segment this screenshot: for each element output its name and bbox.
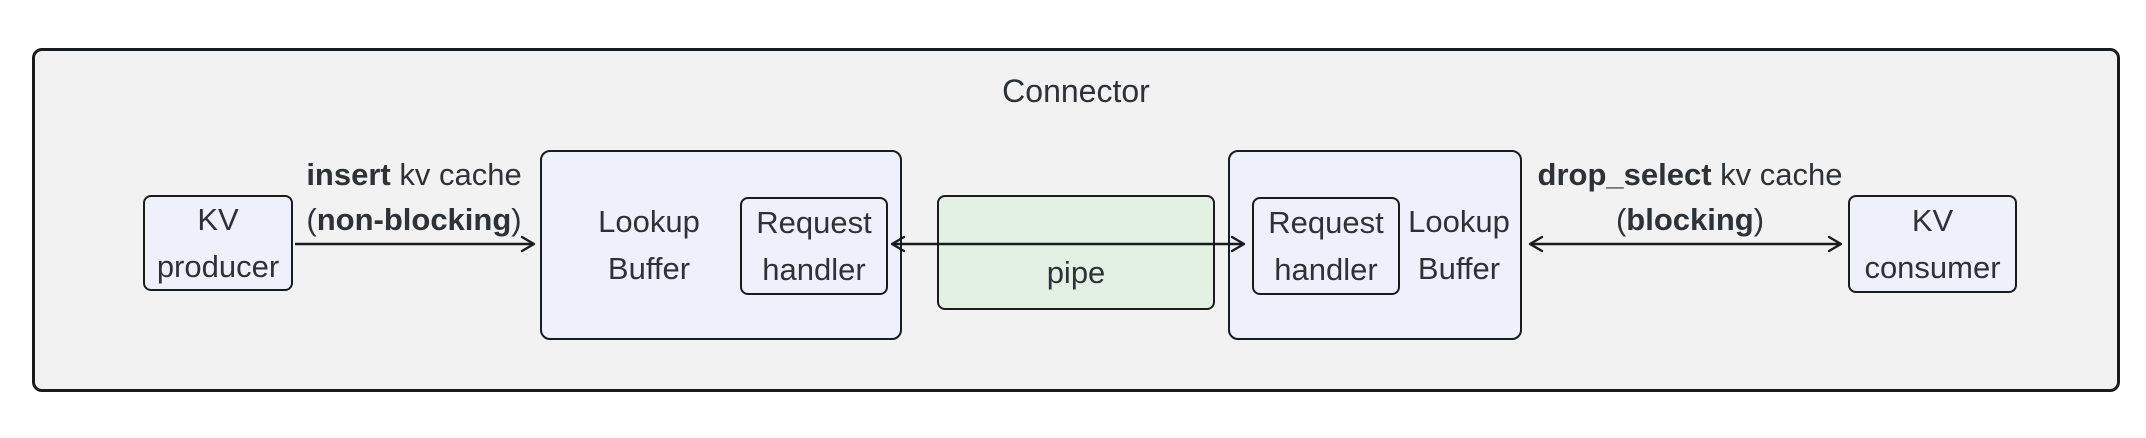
drop-select-edge-label-line2: (blocking) xyxy=(1615,202,1765,237)
insert-edge-label-line2: (non-blocking) xyxy=(306,202,522,237)
connector-title: Connector xyxy=(1002,73,1150,109)
lookup-buffer-left-node: Lookup Buffer Request handler xyxy=(540,150,902,340)
insert-edge-label: insert kv cache (non-blocking) xyxy=(254,152,574,242)
lookup-buffer-right-node: Request handler Lookup Buffer xyxy=(1228,150,1522,340)
request-handler-right-node: Request handler xyxy=(1252,197,1400,295)
drop-select-edge-label-line1: drop_select kv cache xyxy=(1537,157,1843,192)
request-handler-right-label: Request handler xyxy=(1268,205,1384,287)
kv-producer-label: KV producer xyxy=(156,202,280,284)
lookup-buffer-right-label: Lookup Buffer xyxy=(1408,204,1510,286)
request-handler-left-label: Request handler xyxy=(756,205,872,287)
request-handler-left-node: Request handler xyxy=(740,197,888,295)
pipe-node: pipe xyxy=(937,195,1215,310)
insert-edge-label-line1: insert kv cache xyxy=(306,157,522,192)
lookup-buffer-left-label: Lookup Buffer xyxy=(598,204,700,286)
drop-select-edge-label: drop_select kv cache (blocking) xyxy=(1520,152,1860,242)
kv-consumer-node: KV consumer xyxy=(1848,195,2017,293)
pipe-label: pipe xyxy=(1046,255,1106,290)
kv-producer-node: KV producer xyxy=(143,195,293,291)
kv-consumer-label: KV consumer xyxy=(1864,203,2001,285)
